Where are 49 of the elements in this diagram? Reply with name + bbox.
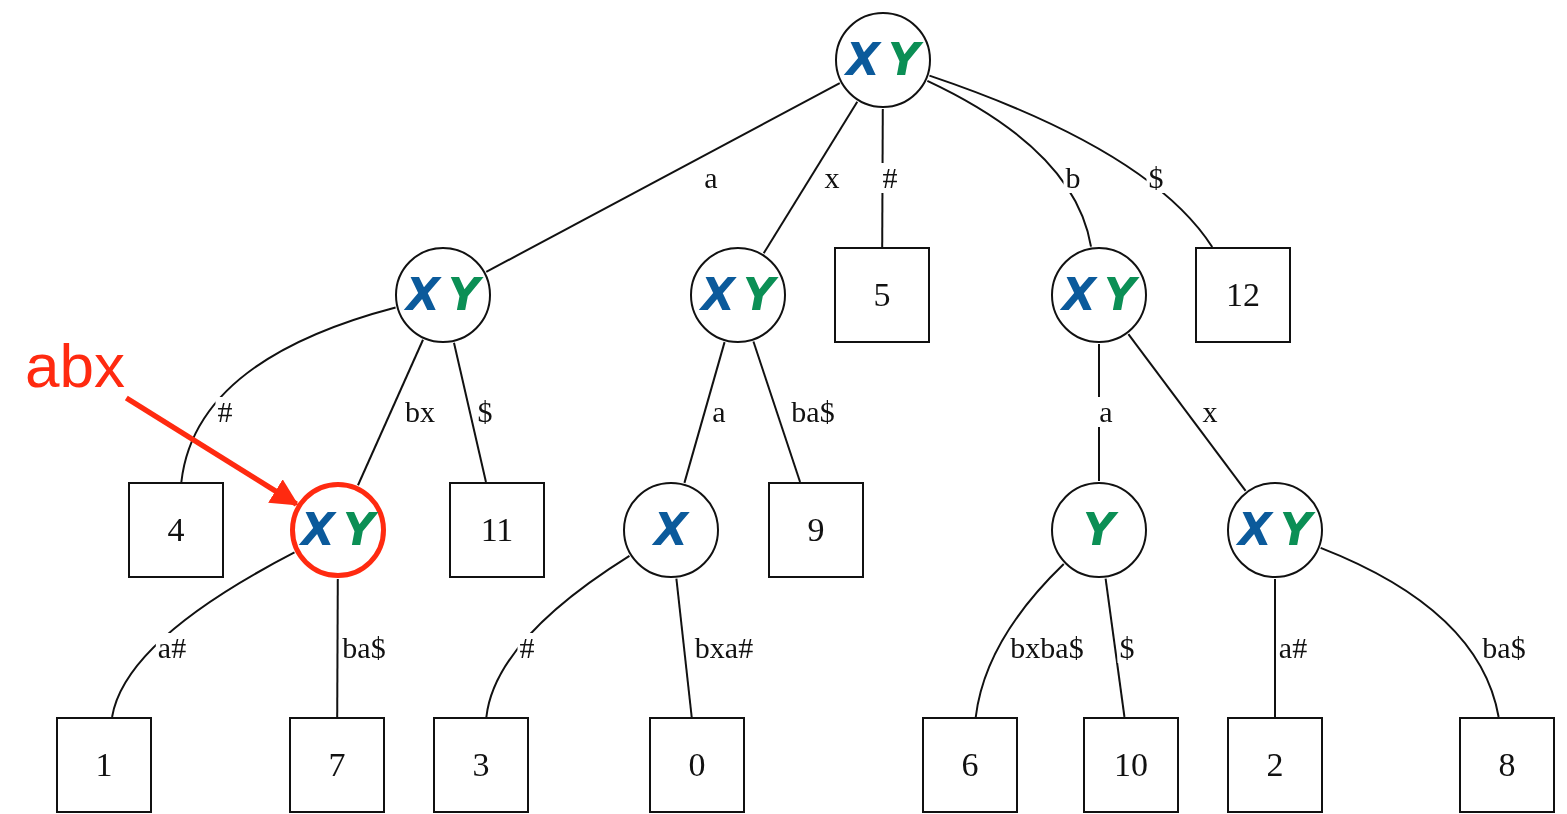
- leaf-box: 9: [768, 482, 864, 578]
- edge-label: bxba$: [1008, 633, 1086, 663]
- leaf-box: 2: [1227, 717, 1323, 813]
- leaf-box: 8: [1459, 717, 1555, 813]
- edge-label: ba$: [789, 397, 837, 427]
- tree-edge: [675, 577, 693, 718]
- leaf-box: 3: [433, 717, 529, 813]
- tree-edge: [752, 340, 802, 483]
- leaf-box: 4: [128, 482, 224, 578]
- tree-edge: [926, 79, 1092, 248]
- tree-edge: [928, 74, 1214, 248]
- tree-edge: [1274, 578, 1276, 718]
- edge-label: #: [880, 163, 900, 193]
- leaf-box: 1: [56, 717, 152, 813]
- leaf-box: 12: [1195, 247, 1291, 343]
- tree-edge: [1319, 546, 1500, 718]
- tree-edge: [762, 100, 859, 255]
- set-letter: X: [406, 273, 441, 317]
- edge-label: ba$: [340, 633, 388, 663]
- set-letter: X: [301, 508, 336, 552]
- set-letter: X: [1062, 273, 1097, 317]
- edge-label: ba$: [1480, 633, 1528, 663]
- tree-edge: [180, 306, 397, 483]
- tree-edge: [111, 551, 296, 718]
- leaf-box: 10: [1083, 717, 1179, 813]
- set-letter: X: [654, 508, 688, 552]
- tree-edge: [485, 82, 841, 273]
- tree-edge: [974, 563, 1065, 718]
- edge-label: $: [475, 397, 495, 427]
- edge-label: $: [1117, 633, 1137, 663]
- leaf-box: 6: [922, 717, 1018, 813]
- tree-edge: [357, 338, 424, 487]
- leaf-box: 5: [834, 247, 930, 343]
- leaf-box: 0: [649, 717, 745, 813]
- tree-edge: [336, 578, 339, 718]
- arrow: [124, 395, 299, 507]
- edge-label: a: [1097, 397, 1115, 427]
- set-letter: X: [701, 273, 736, 317]
- leaf-box: 7: [289, 717, 385, 813]
- tree-edge: [1104, 577, 1126, 718]
- set-letter: X: [846, 38, 881, 82]
- tree-edge: [1127, 333, 1247, 492]
- tree-edge: [452, 341, 487, 483]
- edge-label: $: [1146, 163, 1166, 193]
- annotation-text: abx: [25, 335, 125, 397]
- set-letter: X: [1238, 508, 1273, 552]
- tree-edge: [485, 554, 631, 718]
- tree-edge: [683, 341, 726, 484]
- leaf-box: 11: [449, 482, 545, 578]
